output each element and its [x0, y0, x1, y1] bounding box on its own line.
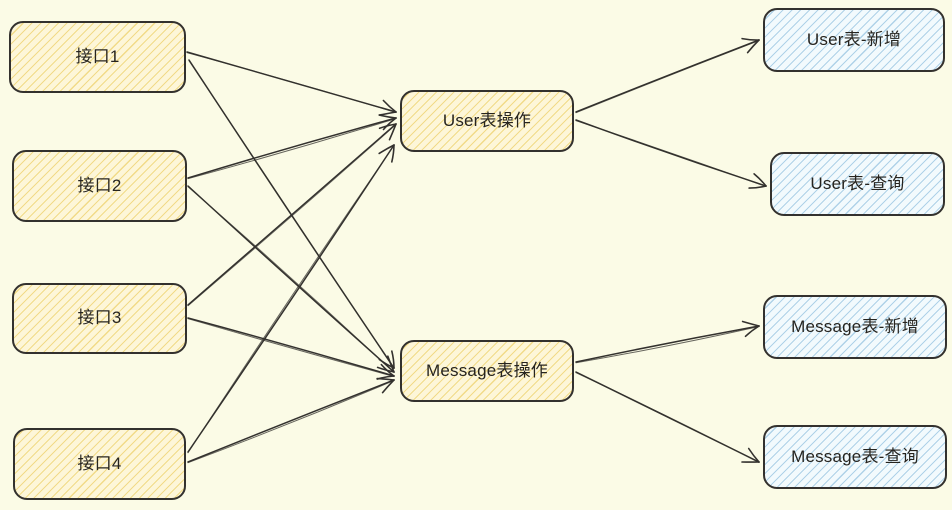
node-msgQuery[interactable]: Message表-查询 — [763, 425, 947, 489]
edge-api1-to-userop — [186, 51, 397, 116]
node-label: 接口4 — [77, 453, 122, 473]
node-label: 接口2 — [77, 175, 122, 195]
node-api4[interactable]: 接口4 — [13, 428, 186, 500]
arrowhead-barb — [378, 358, 395, 369]
edge-userop-to-userAdd — [575, 37, 760, 114]
arrowhead-barb — [741, 320, 760, 327]
node-api3[interactable]: 接口3 — [12, 283, 187, 354]
node-label: User表操作 — [442, 110, 532, 130]
edge-msgop-to-msgQuery — [575, 371, 760, 463]
node-api1[interactable]: 接口1 — [9, 21, 186, 93]
arrowhead-barb — [748, 185, 767, 189]
node-userAdd[interactable]: User表-新增 — [763, 8, 945, 72]
arrowhead-barb — [381, 379, 395, 394]
edge-api1-to-msgop — [188, 59, 395, 369]
node-label: 接口1 — [75, 46, 120, 66]
node-label: User表-查询 — [810, 173, 905, 193]
arrowhead-barb — [753, 173, 767, 187]
edge-api3-to-userop — [187, 123, 397, 307]
arrowhead-barb — [391, 144, 395, 163]
edge-msgop-to-msgAdd — [575, 320, 760, 364]
arrowhead-barb — [376, 375, 395, 380]
arrowhead-barb — [382, 117, 397, 131]
node-label: User表-新增 — [806, 29, 902, 49]
node-api2[interactable]: 接口2 — [12, 150, 187, 222]
node-userop[interactable]: User表操作 — [400, 90, 574, 152]
node-userQuery[interactable]: User表-查询 — [770, 152, 945, 216]
edge-api3-to-msgop — [187, 317, 395, 380]
node-label: 接口3 — [77, 308, 122, 328]
arrowhead-barb — [391, 350, 395, 369]
arrowhead-barb — [378, 114, 397, 119]
edge-api4-to-msgop — [187, 377, 395, 464]
arrowhead-barb — [376, 377, 395, 381]
arrowhead-barb — [741, 37, 760, 41]
arrowhead-barb — [380, 363, 395, 377]
arrowhead-barb — [746, 39, 760, 54]
arrowhead-barb — [744, 325, 760, 338]
node-label: Message表操作 — [426, 360, 548, 380]
edge-api4-to-userop — [187, 144, 395, 454]
arrowhead-barb — [378, 111, 397, 116]
node-label: Message表-查询 — [791, 446, 919, 466]
node-msgop[interactable]: Message表操作 — [400, 340, 574, 402]
node-label: Message表-新增 — [791, 316, 919, 336]
arrowhead-barb — [378, 144, 395, 155]
arrowhead-barb — [378, 123, 397, 130]
arrowhead-barb — [376, 366, 395, 373]
edge-api2-to-userop — [187, 114, 397, 180]
edge-userop-to-userQuery — [575, 119, 767, 189]
arrowhead-barb — [382, 99, 397, 113]
arrowhead-barb — [388, 123, 397, 141]
arrowhead-barb — [387, 355, 395, 373]
node-msgAdd[interactable]: Message表-新增 — [763, 295, 947, 359]
edge-api2-to-msgop — [187, 185, 395, 373]
arrowhead-barb — [747, 447, 760, 463]
